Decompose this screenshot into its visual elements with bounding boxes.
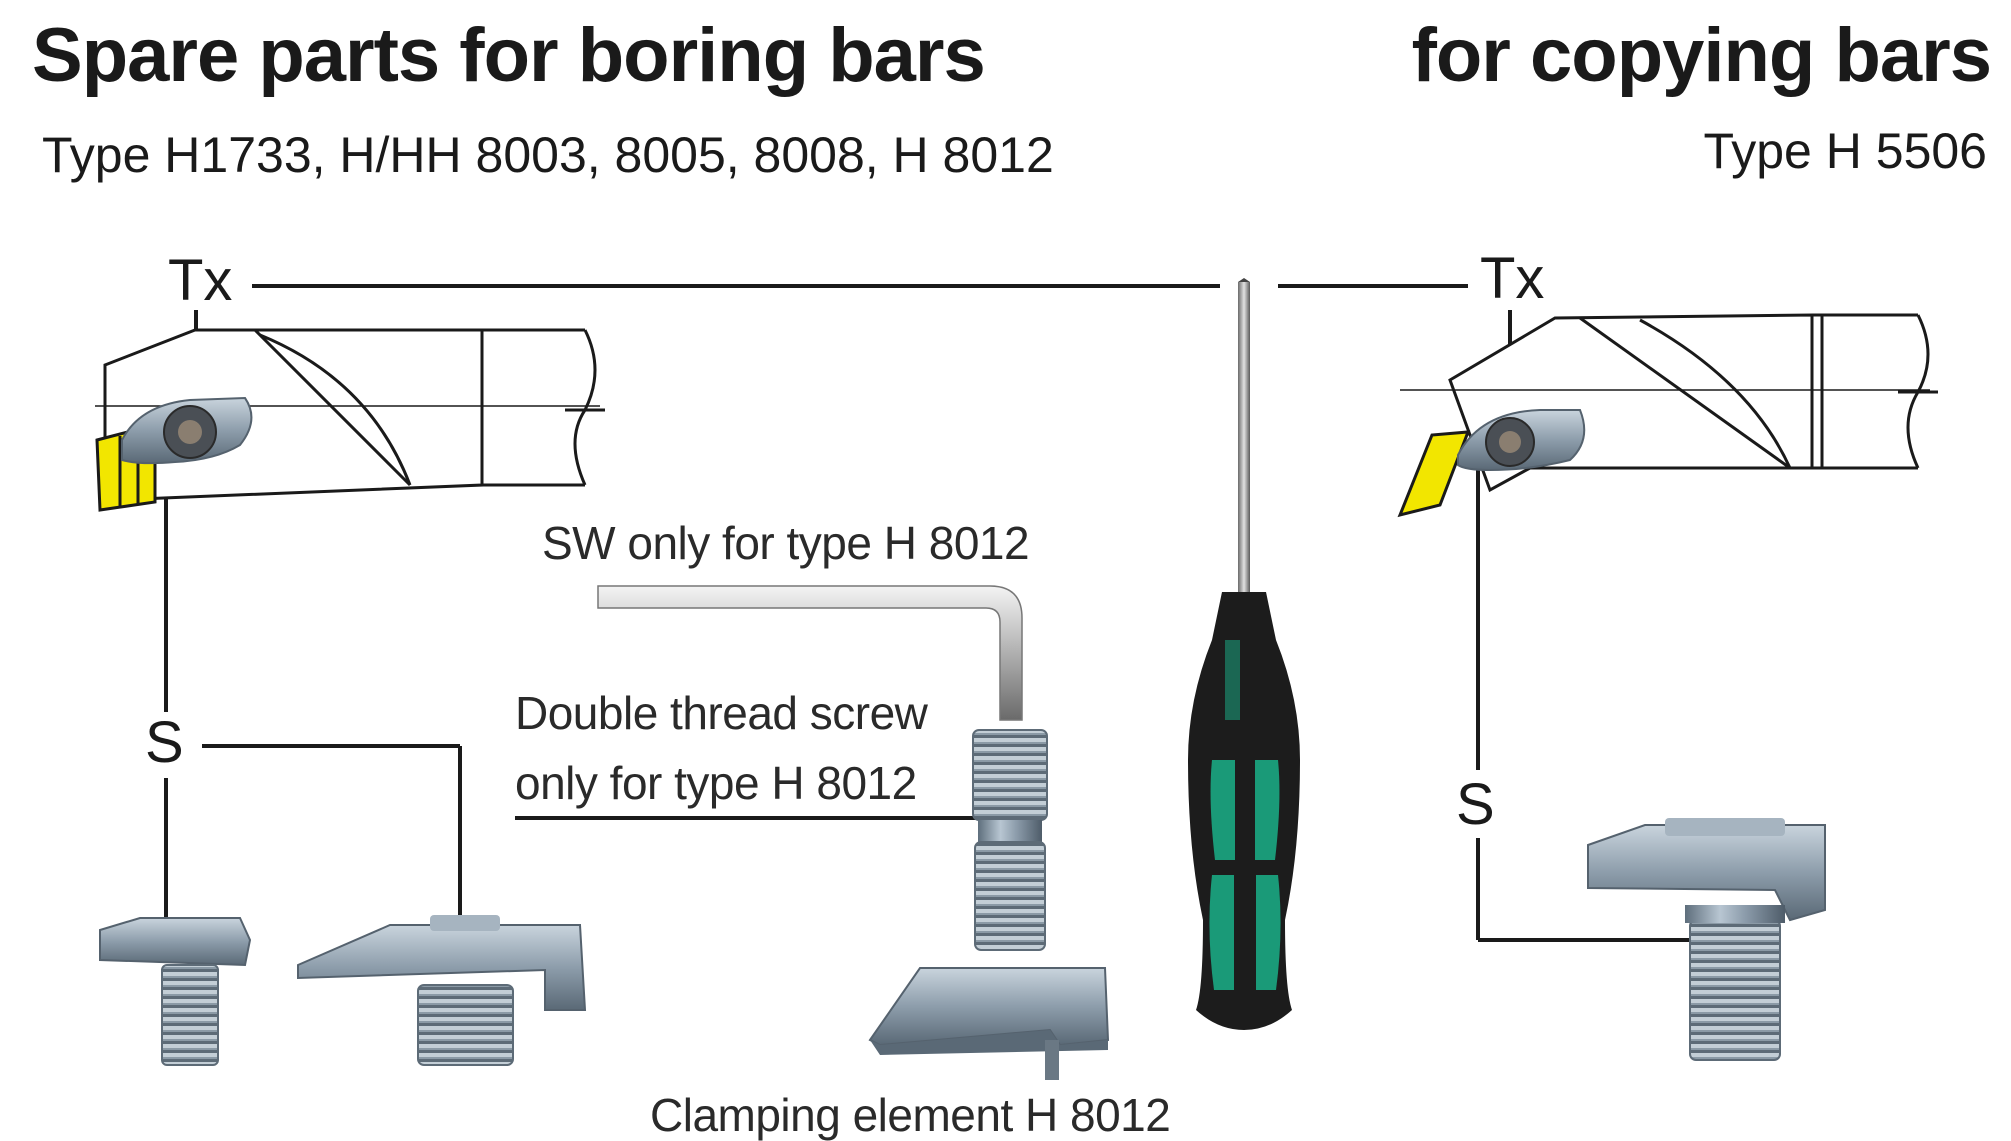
clamp-screw-left-large <box>297 915 587 1066</box>
torx-screwdriver <box>1188 278 1300 1030</box>
callout-lines <box>164 284 1700 942</box>
clamping-element <box>868 967 1110 1080</box>
label-torx-right: Tx <box>1480 246 1545 311</box>
left-subtitle: Type H1733, H/HH 8003, 8005, 8008, H 801… <box>42 127 1054 183</box>
label-hex-key: SW only for type H 8012 <box>542 517 1030 569</box>
clamp-screw-right <box>1587 818 1826 1061</box>
right-subtitle: Type H 5506 <box>1703 123 1987 179</box>
label-clamping-element: Clamping element H 8012 <box>650 1089 1171 1141</box>
label-screw-right: S <box>1456 772 1495 837</box>
clamp-right <box>1457 409 1586 472</box>
left-title: Spare parts for boring bars <box>32 13 986 98</box>
label-screw-left: S <box>145 710 184 775</box>
clamp-left <box>121 396 253 465</box>
clamp-screw-left-small <box>99 917 252 1066</box>
double-thread-screw <box>972 729 1048 951</box>
hex-key <box>597 585 1023 721</box>
label-double-thread-line1: Double thread screw <box>515 687 928 739</box>
right-title: for copying bars <box>1411 13 1992 98</box>
label-double-thread-line2: only for type H 8012 <box>515 757 917 809</box>
label-torx-left: Tx <box>168 248 233 313</box>
insert-right <box>1397 430 1471 518</box>
